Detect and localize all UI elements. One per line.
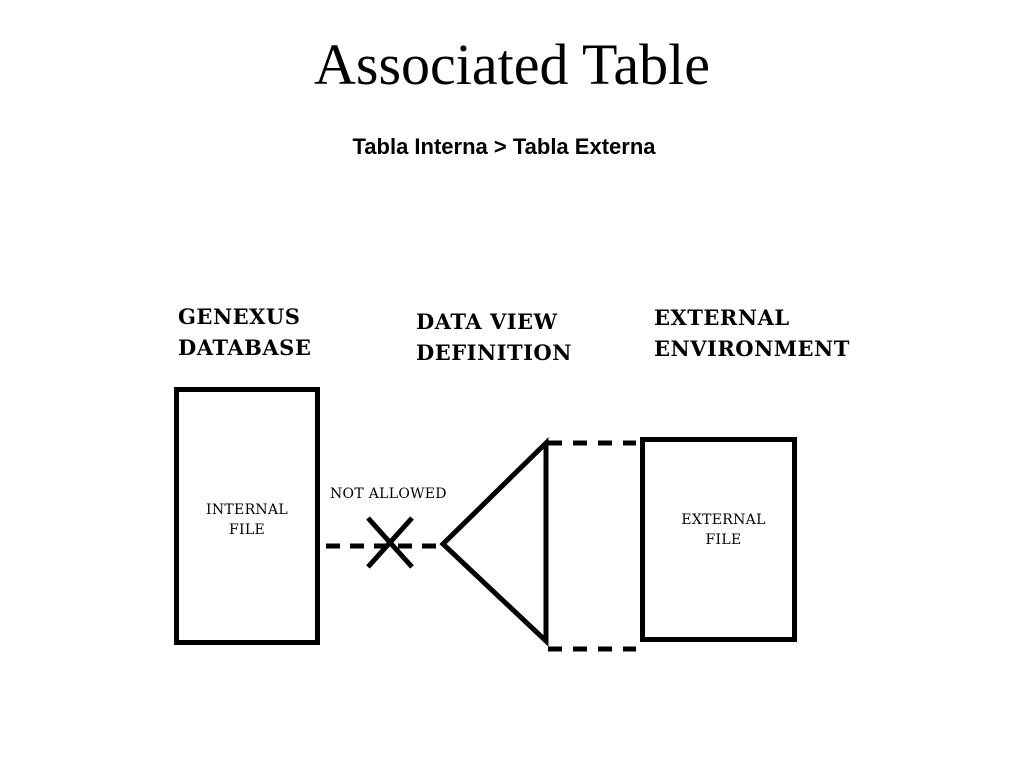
data-view-heading-line1: DATA VIEW	[416, 309, 558, 334]
external-heading-line1: EXTERNAL	[654, 305, 790, 330]
genexus-heading-line1: GENEXUS	[178, 304, 301, 329]
not-allowed-label: NOT ALLOWED	[330, 486, 447, 502]
slide-subtitle: Tabla Interna > Tabla Externa	[352, 134, 656, 159]
external-file-label: EXTERNAL FILE	[650, 510, 797, 550]
genexus-heading-line2: DATABASE	[178, 335, 312, 360]
external-file-box	[640, 437, 797, 642]
data-view-heading-line2: DEFINITION	[416, 340, 572, 365]
external-file-label-line1: EXTERNAL	[681, 512, 766, 528]
internal-file-label-line1: INTERNAL	[206, 502, 288, 518]
external-environment-heading: EXTERNAL ENVIRONMENT	[654, 302, 850, 364]
data-view-definition-heading: DATA VIEW DEFINITION	[416, 306, 572, 368]
internal-file-label: INTERNAL FILE	[174, 500, 320, 540]
genexus-database-heading: GENEXUS DATABASE	[178, 301, 311, 363]
external-file-label-line2: FILE	[705, 532, 742, 548]
internal-file-box	[174, 387, 320, 645]
internal-file-label-line2: FILE	[229, 522, 265, 538]
data-view-triangle	[439, 437, 549, 647]
slide-title: Associated Table	[314, 32, 710, 97]
not-allowed-cross-stroke-2	[366, 516, 414, 569]
external-heading-line2: ENVIRONMENT	[654, 336, 850, 361]
